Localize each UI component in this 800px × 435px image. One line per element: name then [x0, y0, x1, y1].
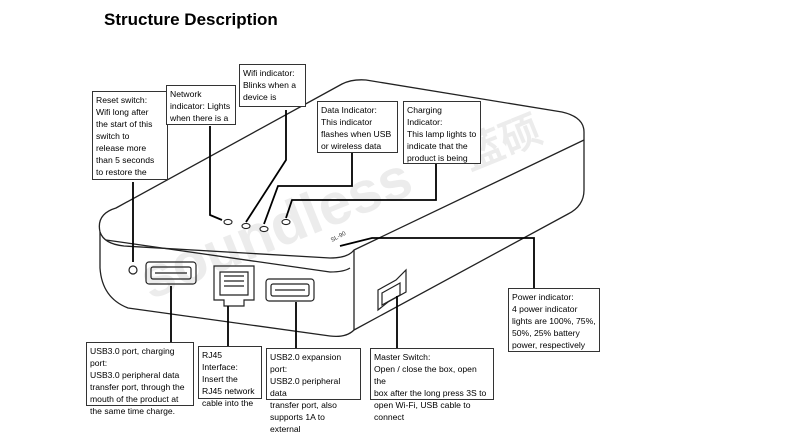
rj45-port — [213, 265, 255, 307]
power-bank-outline — [98, 79, 585, 338]
usb2-port — [265, 278, 315, 302]
callout-power-indicator: Power indicator: 4 power indicator light… — [508, 288, 600, 352]
callout-rj45-interface: RJ45 Interface: Insert the RJ45 network … — [198, 346, 262, 408]
usb3-port — [145, 261, 197, 285]
page-title: Structure Description — [104, 10, 278, 29]
wifi-led — [241, 222, 251, 230]
callout-charging-indicator: Charging Indicator: This lamp lights to … — [403, 101, 481, 164]
callout-master-switch: Master Switch: Open / close the box, ope… — [370, 348, 494, 422]
led-indicators — [223, 218, 291, 233]
callout-wifi-indicator: Wifi indicator: Blinks when a device is — [239, 64, 306, 107]
watermark-text: soundless — [131, 144, 421, 312]
callout-usb3-port: USB3.0 port, charging port: USB3.0 perip… — [86, 342, 194, 416]
network-led — [223, 218, 233, 226]
data-led — [259, 225, 269, 233]
callout-network-indicator: Network indicator: Lights when there is … — [166, 85, 236, 125]
callout-data-indicator: Data Indicator: This indicator flashes w… — [317, 101, 398, 153]
leader-lines — [132, 110, 535, 348]
callout-usb2-port: USB2.0 expansion port: USB2.0 peripheral… — [266, 348, 361, 434]
master-switch — [377, 268, 407, 312]
charging-led — [281, 218, 291, 226]
callout-reset-switch: Reset switch: Wifi long after the start … — [92, 91, 168, 180]
reset-hole — [128, 265, 138, 275]
